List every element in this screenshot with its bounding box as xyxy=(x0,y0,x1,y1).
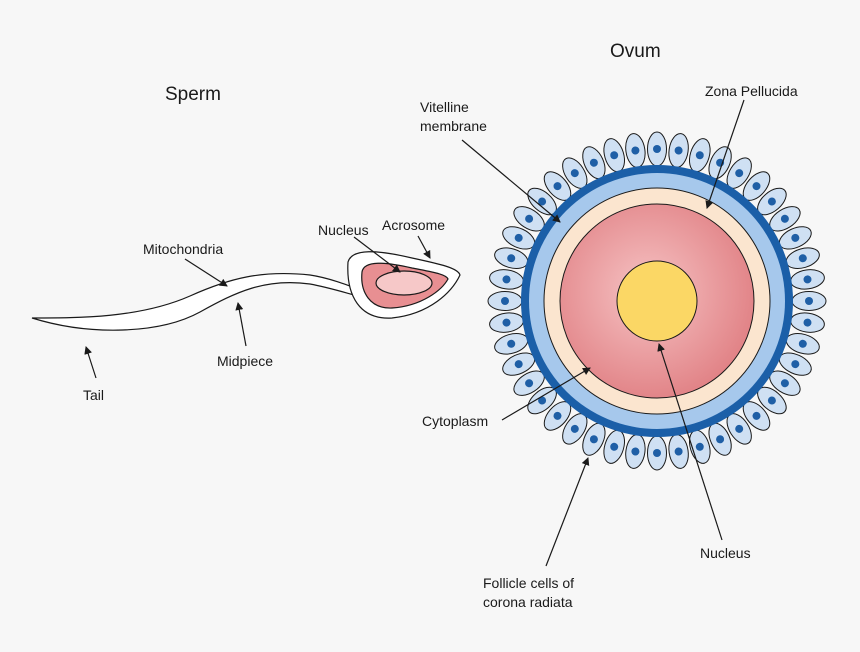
follicle-cell xyxy=(769,206,801,232)
follicle-cell xyxy=(757,187,787,216)
ovum-nucleus xyxy=(616,260,698,342)
ovum xyxy=(487,131,827,471)
follicle-cell xyxy=(708,422,732,456)
label-mitochondria: Mitochondria xyxy=(143,241,223,257)
follicle-cell xyxy=(647,435,667,471)
follicle-cell xyxy=(726,413,752,445)
leader-tail xyxy=(84,346,97,379)
title-ovum: Ovum xyxy=(610,41,661,62)
label-follicle-line2: corona radiata xyxy=(483,594,573,610)
follicle-cell xyxy=(790,312,825,333)
labels: Sperm Ovum Nucleus Acrosome Mitochondria… xyxy=(83,41,798,610)
follicle-cell xyxy=(791,291,827,311)
label-vitelline-line1: Vitelline xyxy=(420,99,469,115)
follicle-cell xyxy=(726,157,752,189)
leader-vitelline xyxy=(461,139,561,223)
title-sperm: Sperm xyxy=(165,84,221,105)
sperm-tail xyxy=(31,272,372,331)
leader-midpiece xyxy=(235,302,247,347)
leader-ovum-nucleus xyxy=(657,343,723,541)
follicle-cell xyxy=(769,370,801,396)
follicle-cell xyxy=(494,247,529,270)
label-sperm-nucleus: Nucleus xyxy=(318,222,369,238)
sperm xyxy=(31,251,461,331)
leader-cytoplasm xyxy=(501,367,591,421)
label-cytoplasm: Cytoplasm xyxy=(422,413,488,429)
label-vitelline-line2: membrane xyxy=(420,118,487,134)
leader-sperm-nucleus xyxy=(353,236,401,273)
label-ovum-nucleus: Nucleus xyxy=(700,545,751,561)
label-acrosome: Acrosome xyxy=(382,217,445,233)
follicle-cell xyxy=(668,434,689,469)
follicle-cell xyxy=(647,131,667,167)
follicle-cell xyxy=(790,269,825,290)
follicle-cell xyxy=(603,429,626,464)
follicle-cell xyxy=(785,247,820,270)
follicle-cell xyxy=(513,370,545,396)
follicle-cells-ring xyxy=(487,131,827,471)
leader-zona xyxy=(705,99,745,209)
label-zona-pellucida: Zona Pellucida xyxy=(705,83,798,99)
sperm-inner-oval xyxy=(375,270,433,296)
label-follicle-line1: Follicle cells of xyxy=(483,575,574,591)
follicle-cell xyxy=(487,291,523,311)
follicle-cell xyxy=(625,133,646,168)
follicle-cell xyxy=(489,269,524,290)
follicle-cell xyxy=(489,312,524,333)
label-tail: Tail xyxy=(83,387,104,403)
leader-lines xyxy=(84,99,745,567)
follicle-cell xyxy=(668,133,689,168)
leader-mitochondria xyxy=(184,258,228,287)
follicle-cell xyxy=(778,352,812,376)
follicle-cell xyxy=(625,434,646,469)
label-midpiece: Midpiece xyxy=(217,353,273,369)
follicle-cell xyxy=(502,352,536,376)
follicle-cell xyxy=(757,386,787,415)
follicle-cell xyxy=(688,138,711,173)
leader-acrosome xyxy=(417,235,431,259)
follicle-cell xyxy=(562,413,588,445)
follicle-cell xyxy=(778,226,812,250)
leader-follicle xyxy=(545,457,590,567)
